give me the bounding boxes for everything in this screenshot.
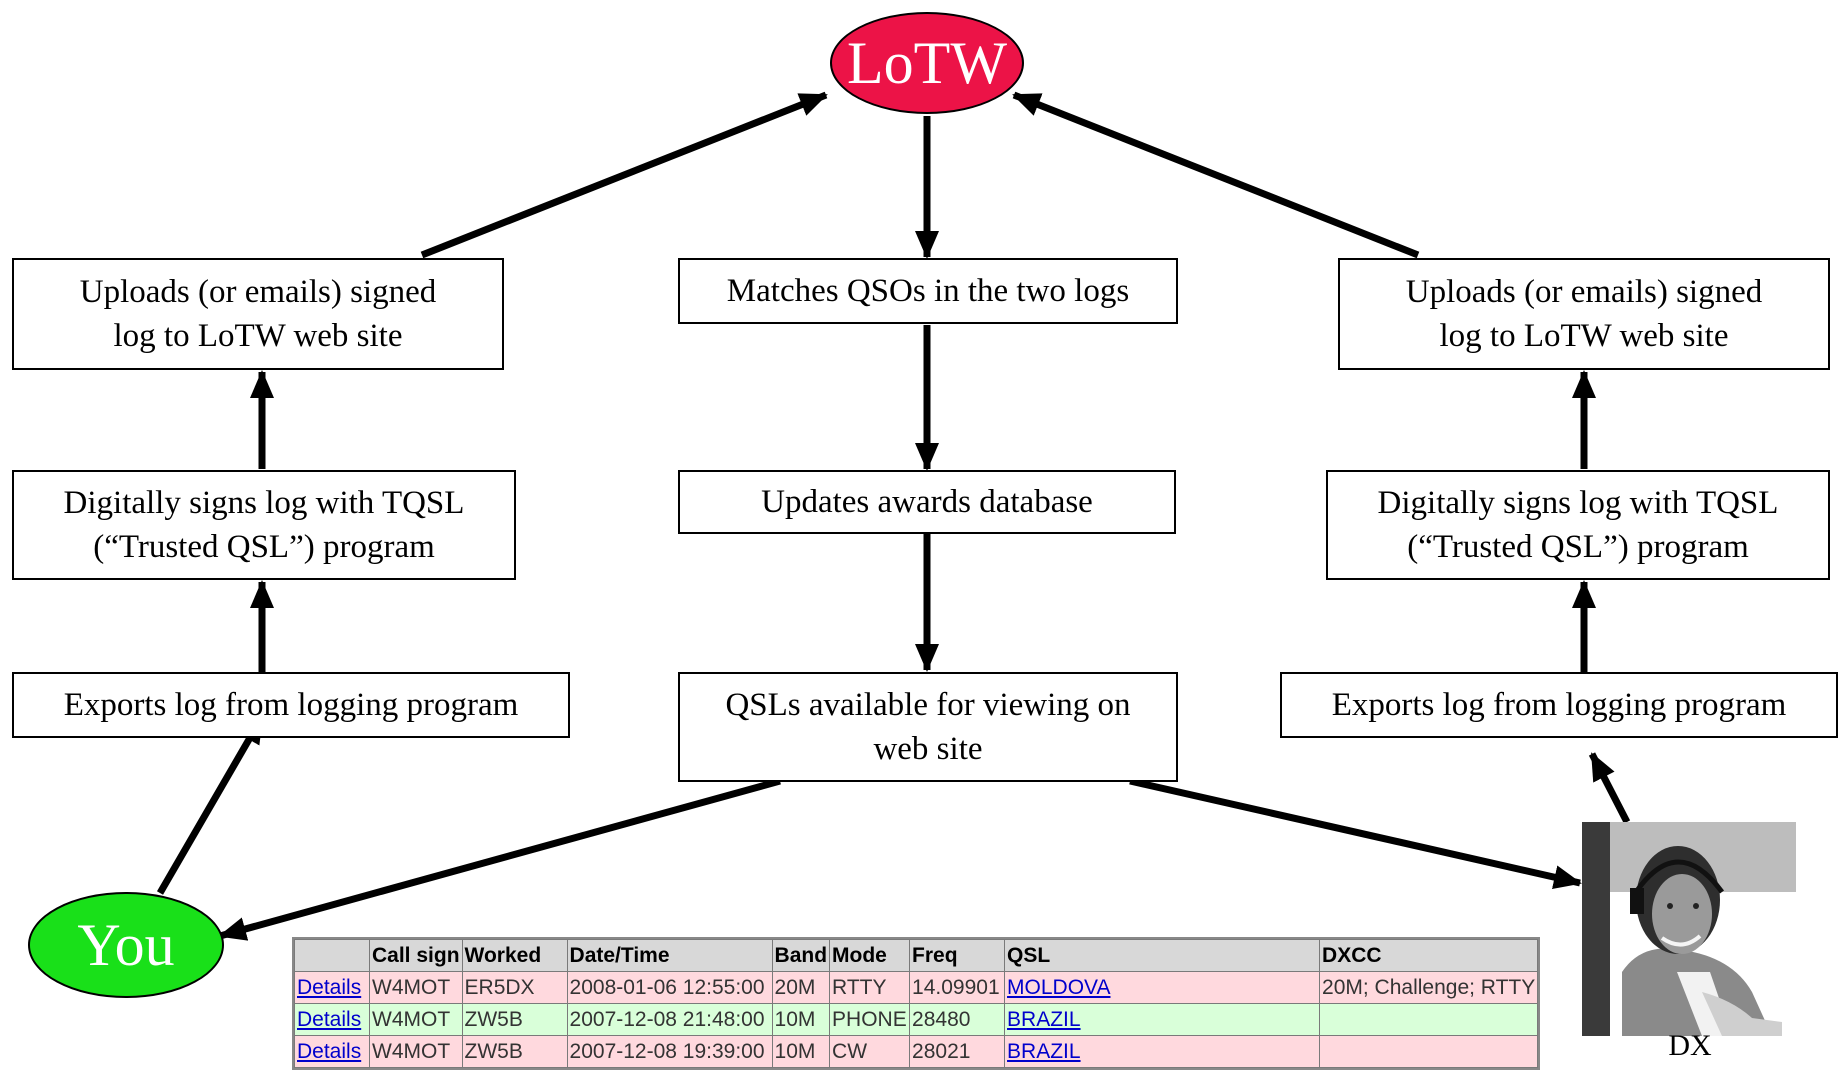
details-link[interactable]: Details [297,1039,362,1063]
column-header [294,939,370,972]
box-line: log to LoTW web site [1439,318,1729,354]
worked-cell: ZW5B [461,1035,568,1068]
left-upload-box: Uploads (or emails) signed log to LoTW we… [12,258,504,370]
arrow-you-to-export [156,715,266,895]
qsl-link[interactable]: MOLDOVA [1007,975,1111,999]
center-match-box: Matches QSOs in the two logs [678,258,1178,324]
details-cell: Details [294,1035,370,1068]
column-header: Date/Time [566,939,773,972]
box-line: Exports log from logging program [63,687,519,723]
box-line: (“Trusted QSL”) program [1407,529,1749,565]
you-node: You [28,892,224,998]
qsl-cell: BRAZIL [1004,1003,1321,1036]
dx-operator-photo [1582,822,1796,1036]
qsl-cell: BRAZIL [1004,1035,1321,1068]
column-header: Mode [829,939,911,972]
arrow-left-upload-to-lotw [420,91,828,259]
box-line: web site [873,731,983,767]
callsign-cell: W4MOT [369,971,463,1004]
table-row: Details W4MOT ER5DX 2008-01-06 12:55:00 … [294,971,1539,1004]
box-line: QSLs available for viewing on [725,687,1131,723]
arrow-dx-to-export [1588,752,1631,824]
box-line: Updates awards database [761,484,1093,520]
right-export-box: Exports log from logging program [1280,672,1838,738]
column-header: Band [771,939,831,972]
left-sign-box: Digitally signs log with TQSL (“Trusted Q… [12,470,516,580]
box-line: Matches QSOs in the two logs [726,273,1130,309]
table-row: Details W4MOT ZW5B 2007-12-08 19:39:00 1… [294,1035,1539,1068]
box-line: Digitally signs log with TQSL [63,485,465,521]
band-cell: 20M [771,971,831,1004]
qsl-cell: MOLDOVA [1004,971,1321,1004]
box-line: Uploads (or emails) signed [1405,274,1763,310]
dxcc-cell [1319,1003,1539,1036]
box-line: Digitally signs log with TQSL [1377,485,1779,521]
datetime-cell: 2007-12-08 21:48:00 [566,1003,773,1036]
qso-table: Call sign Worked Date/Time Band Mode Fre… [291,937,1541,1070]
mode-cell: PHONE [829,1003,911,1036]
box-line: Uploads (or emails) signed [79,274,437,310]
box-line: Exports log from logging program [1331,687,1787,723]
mode-cell: CW [829,1035,911,1068]
lotw-node: LoTW [830,12,1024,114]
arrow-qsl-to-dx [1129,777,1582,889]
arrow-right-upload-to-lotw [1012,91,1420,259]
qsl-link[interactable]: BRAZIL [1007,1039,1081,1063]
callsign-cell: W4MOT [369,1003,463,1036]
column-header: Freq [909,939,1006,972]
band-cell: 10M [771,1003,831,1036]
lotw-label: LoTW [847,29,1007,96]
dxcc-cell [1319,1035,1539,1068]
datetime-cell: 2008-01-06 12:55:00 [566,971,773,1004]
dx-label: DX [1668,1029,1712,1062]
datetime-cell: 2007-12-08 19:39:00 [566,1035,773,1068]
arrow-qsl-to-you [218,777,781,941]
column-header: Worked [461,939,568,972]
box-line: (“Trusted QSL”) program [93,529,435,565]
worked-cell: ZW5B [461,1003,568,1036]
center-qsl-box: QSLs available for viewing on web site [678,672,1178,782]
right-upload-box: Uploads (or emails) signed log to LoTW we… [1338,258,1830,370]
left-export-box: Exports log from logging program [12,672,570,738]
worked-cell: ER5DX [461,971,568,1004]
box-line: log to LoTW web site [113,318,403,354]
qsl-link[interactable]: BRAZIL [1007,1007,1081,1031]
table-header-row: Call sign Worked Date/Time Band Mode Fre… [294,939,1539,972]
you-label: You [77,911,175,978]
callsign-cell: W4MOT [369,1035,463,1068]
dxcc-cell: 20M; Challenge; RTTY [1319,971,1539,1004]
table-row: Details W4MOT ZW5B 2007-12-08 21:48:00 1… [294,1003,1539,1036]
freq-cell: 28480 [909,1003,1006,1036]
details-link[interactable]: Details [297,975,362,999]
column-header: DXCC [1319,939,1539,972]
center-update-box: Updates awards database [678,470,1176,534]
details-cell: Details [294,1003,370,1036]
details-cell: Details [294,971,370,1004]
freq-cell: 28021 [909,1035,1006,1068]
band-cell: 10M [771,1035,831,1068]
right-sign-box: Digitally signs log with TQSL (“Trusted Q… [1326,470,1830,580]
mode-cell: RTTY [829,971,911,1004]
column-header: Call sign [369,939,463,972]
details-link[interactable]: Details [297,1007,362,1031]
column-header: QSL [1004,939,1321,972]
freq-cell: 14.09901 [909,971,1006,1004]
